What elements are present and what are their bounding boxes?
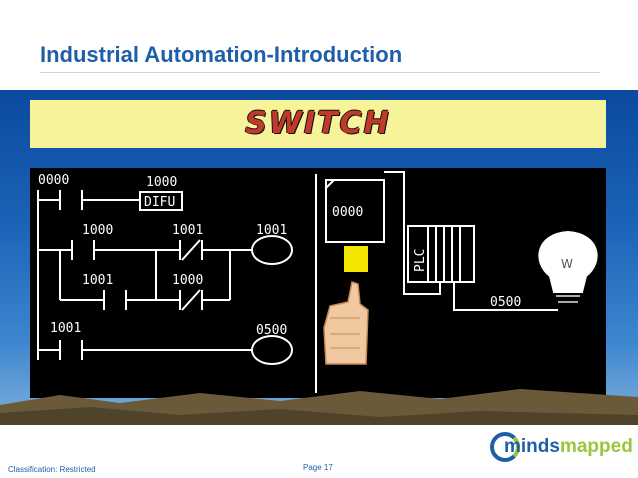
addr-0000: 0000: [38, 173, 69, 188]
mindsmapped-logo: mindsmapped: [490, 430, 633, 470]
logo-part-minds: minds: [504, 436, 560, 457]
page-number: Page 17: [303, 463, 333, 472]
switch-banner: SWITCH: [30, 100, 606, 148]
landscape-ground: [0, 389, 638, 425]
coil-1001-label: 1001: [256, 223, 287, 238]
hand-icon: [323, 281, 369, 365]
addr-1001-b: 1001: [82, 273, 113, 288]
output-addr-label: 0500: [490, 295, 521, 310]
difu-label: DIFU: [144, 195, 175, 210]
bulb-filament-mark: W: [561, 257, 573, 271]
classification-label: Classification: Restricted: [8, 465, 96, 474]
logo-ring-icon: [490, 432, 520, 462]
switch-display: 0000: [332, 205, 363, 220]
ladder-diagram: 0000 1000 DIFU 1000 1001 1001 1001 1000 …: [30, 168, 606, 398]
ladder-svg: 0000 1000 DIFU 1000 1001 1001 1001 1000 …: [37, 171, 598, 393]
figure-panel: SWITCH: [0, 90, 638, 425]
push-button: [344, 246, 368, 272]
logo-part-mapped: mapped: [559, 436, 633, 457]
addr-1000-mid: 1000: [82, 223, 113, 238]
title-divider: [40, 72, 600, 73]
plc-label: PLC: [413, 249, 428, 272]
banner-text: SWITCH: [245, 106, 391, 141]
logo-wordmark: mindsmapped: [504, 436, 633, 458]
coil-0500-label: 0500: [256, 323, 287, 338]
addr-1001-c: 1001: [50, 321, 81, 336]
slide-title: Industrial Automation-Introduction: [40, 42, 403, 67]
addr-1000-b: 1000: [172, 273, 203, 288]
addr-1001-a: 1001: [172, 223, 203, 238]
addr-1000-top: 1000: [146, 175, 177, 190]
